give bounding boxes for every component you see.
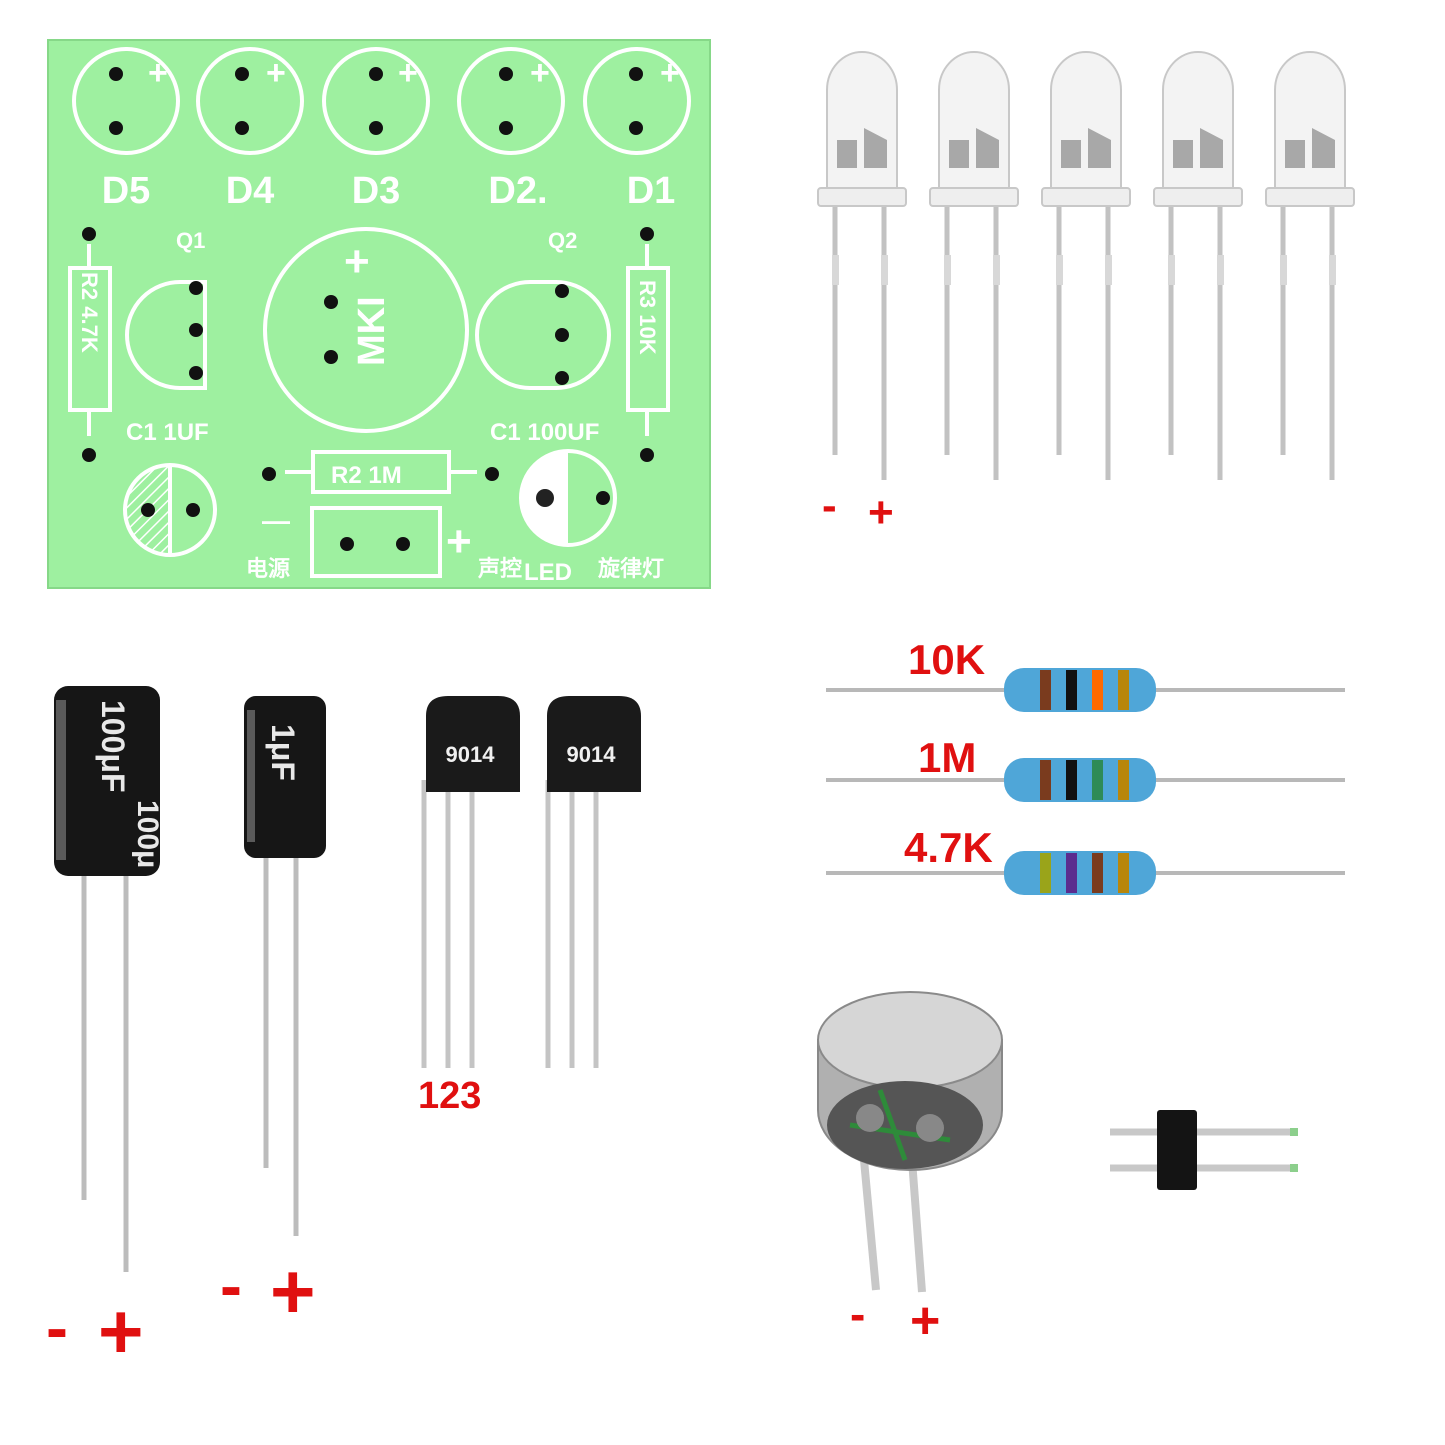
- resistor-band: [1066, 853, 1077, 893]
- pcb-plus-d1: +: [660, 54, 680, 92]
- resistor-band: [1092, 670, 1103, 710]
- resistor-band: [1040, 853, 1051, 893]
- led-footprint-d2: [457, 47, 565, 155]
- led-group: [817, 51, 1355, 480]
- capacitor-100uf: 100μF 100μ: [54, 686, 164, 1272]
- resistor-3: [826, 851, 1345, 895]
- pin-header: [1110, 1110, 1298, 1190]
- pcb-label-d1: D1: [627, 170, 676, 212]
- pcb-label-q1: Q1: [176, 228, 205, 253]
- pcb-plus-d2: +: [530, 54, 550, 92]
- resistor-body: [1004, 758, 1156, 802]
- resistor-2: [826, 758, 1345, 802]
- pcb-label-c1-right: C1 100UF: [490, 419, 599, 446]
- resistor-label-1m: 1M: [918, 734, 976, 781]
- pcb-label-r3-right: R3 10K: [635, 280, 660, 355]
- pcb-plus-power: +: [446, 517, 472, 566]
- pcb-title-b: LED: [524, 559, 572, 586]
- led-footprint-d3: [322, 47, 430, 155]
- resistor-1: [826, 668, 1345, 712]
- capacitor-100uf-minus: -: [46, 1290, 68, 1364]
- capacitor-100uf-plus: +: [98, 1287, 144, 1375]
- transistor-group: 9014 9014: [421, 696, 641, 1068]
- resistor-band: [1118, 760, 1129, 800]
- microphone-plus: +: [910, 1292, 940, 1350]
- capacitor-1uf-label: 1μF: [265, 724, 301, 781]
- transistor-2: 9014: [545, 696, 641, 1068]
- pcb-label-c1-left: C1 1UF: [126, 419, 209, 446]
- led-5: [1265, 51, 1355, 480]
- pcb-label-d4: D4: [226, 170, 275, 212]
- led-footprint-d5: [72, 47, 180, 155]
- capacitor-1uf-plus: +: [270, 1247, 316, 1335]
- capacitor-100uf-body: [54, 686, 160, 876]
- resistor-label-4-7k: 4.7K: [904, 824, 993, 871]
- pcb-holes: [82, 67, 654, 551]
- microphone-base: [827, 1081, 983, 1169]
- led-lens: [1274, 51, 1346, 191]
- resistor-band: [1040, 670, 1051, 710]
- led-lens: [1050, 51, 1122, 191]
- led-1: [817, 51, 907, 480]
- pcb-label-mic: MKI: [351, 296, 393, 366]
- pcb-plus-d3: +: [398, 54, 418, 92]
- pcb-title-c: 旋律灯: [598, 556, 664, 581]
- microphone: [817, 991, 1003, 1293]
- q1-footprint: [125, 280, 207, 390]
- pcb-plus-d5: +: [148, 54, 168, 92]
- transistor-label: 9014: [446, 742, 496, 767]
- pcb-label-d3: D3: [352, 170, 401, 212]
- capacitor-1uf-body: [244, 696, 326, 858]
- transistor-label: 9014: [567, 742, 617, 767]
- capacitor-1uf-minus: -: [220, 1248, 242, 1322]
- led-minus-label: -: [822, 481, 837, 530]
- microphone-minus: -: [850, 1288, 865, 1340]
- q2-footprint: [475, 280, 611, 390]
- led-plus-label: +: [868, 488, 894, 537]
- pcb-label-r2-left: R2 4.7K: [77, 272, 102, 353]
- mic-footprint: [263, 227, 469, 433]
- led-footprint-d1: [583, 47, 691, 155]
- resistor-band: [1066, 670, 1077, 710]
- capacitor-100uf-label-2: 100μ: [131, 800, 164, 868]
- resistor-band: [1092, 853, 1103, 893]
- led-2: [929, 51, 1019, 480]
- capacitor-100uf-label: 100μF: [95, 700, 131, 793]
- led-footprint-d4: [196, 47, 304, 155]
- resistor-body: [1004, 668, 1156, 712]
- pcb-label-power: 电源: [246, 556, 290, 581]
- pcb-label-d5: D5: [102, 170, 151, 212]
- resistor-group: [826, 668, 1345, 895]
- pcb-minus-power: —: [262, 505, 290, 536]
- led-4: [1153, 51, 1243, 480]
- pcb-title-a: 声控: [477, 556, 522, 581]
- resistor-band: [1040, 760, 1051, 800]
- power-header-footprint: [310, 506, 442, 578]
- resistor-body: [1004, 851, 1156, 895]
- transistor-1: 9014: [421, 696, 520, 1068]
- pcb-plus-d4: +: [266, 54, 286, 92]
- pin-header-body: [1157, 1110, 1197, 1190]
- led-3: [1041, 51, 1131, 480]
- pcb-board: D5 D4 D3 D2. D1 + + + + + Q1 Q2 + MKI R2…: [47, 39, 711, 589]
- pcb-label-d2: D2.: [488, 170, 547, 212]
- capacitor-1uf: 1μF: [244, 696, 326, 1236]
- led-lens: [826, 51, 898, 191]
- resistor-band: [1092, 760, 1103, 800]
- transistor-body: [547, 696, 641, 792]
- pcb-label-r2-bottom: R2 1M: [331, 462, 402, 489]
- resistor-band: [1118, 853, 1129, 893]
- resistor-band: [1118, 670, 1129, 710]
- led-lens: [1162, 51, 1234, 191]
- pcb-plus-mic: +: [344, 237, 370, 286]
- led-lens: [938, 51, 1010, 191]
- resistor-band: [1066, 760, 1077, 800]
- transistor-body: [426, 696, 520, 792]
- transistor-pin-label: 123: [418, 1075, 481, 1117]
- resistor-label-10k: 10K: [908, 636, 985, 683]
- pcb-label-q2: Q2: [548, 228, 577, 253]
